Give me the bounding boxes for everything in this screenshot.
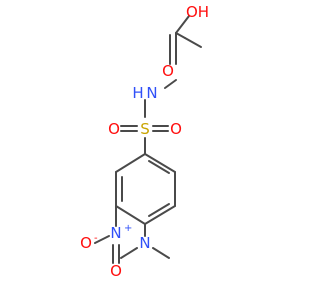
ring-bond-3 <box>144 205 176 225</box>
nitro-o-charge: - <box>94 233 98 244</box>
molecule-structure: OH O N H S O O N + O - O N <box>80 3 209 280</box>
atom-carbonyl-o: O <box>162 62 174 80</box>
nitro-n-charge: + <box>124 223 132 234</box>
atom-sulfur: S <box>140 120 150 138</box>
bond-n-o-minus <box>94 235 110 244</box>
ring-bond-1 <box>144 153 176 173</box>
ring-bond-6 <box>115 153 146 173</box>
atom-sulfonyl-o-right: O <box>170 120 182 138</box>
bonds <box>94 15 202 264</box>
bond-ch2-c <box>184 37 202 48</box>
bond-n-me-left <box>120 247 138 259</box>
atom-dimethyl-n: N <box>139 234 150 252</box>
atom-amine-h: H <box>132 84 143 102</box>
bond-ch2-n <box>164 79 177 89</box>
bond-c-ch2 <box>175 32 186 39</box>
atom-amine-n: N <box>146 84 157 102</box>
bond-n-me-right <box>152 247 170 259</box>
atom-nitro-o: O <box>110 262 122 280</box>
atom-labels: OH O N H S O O N + O - O N <box>80 3 209 280</box>
bond-c-oh <box>175 15 190 34</box>
ring-double-2 <box>148 203 170 217</box>
atom-sulfonyl-o-left: O <box>108 120 120 138</box>
atom-nitro-o-minus: O <box>80 234 92 252</box>
ring-double-1 <box>148 160 170 174</box>
ring-bond-4 <box>115 205 146 225</box>
atom-nitro-n: N <box>110 224 121 242</box>
atom-carboxyl-oh: OH <box>186 3 209 21</box>
